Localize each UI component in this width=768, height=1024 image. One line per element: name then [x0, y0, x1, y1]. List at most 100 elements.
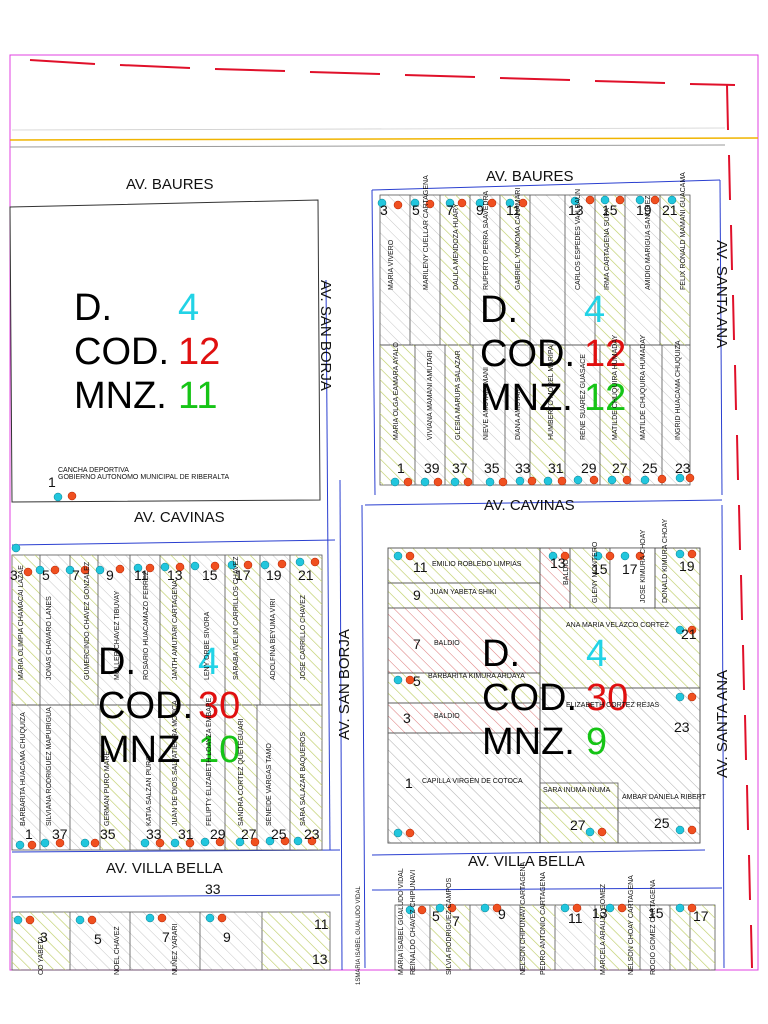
owner-name: BARBARITA HUACAMA CHUQUIZA — [20, 712, 27, 826]
owner-name: HUMBERTO MOREL MARIPA — [548, 345, 555, 440]
owner-name: NOEL CHAVEZ — [114, 926, 121, 975]
owner-name: JANTH AMUTARI CARTAGENA — [172, 580, 179, 680]
lot-number: 13 — [568, 202, 584, 218]
lot-number: 29 — [581, 460, 597, 476]
lot-number: 9 — [223, 929, 231, 945]
sheet-frame — [9, 54, 759, 971]
owner-name: MOLLER CHAVEZ TIBUVAY — [114, 590, 121, 680]
owner-name: MARILENY CUELLAR CARTAGENA — [423, 175, 430, 290]
lot-number: 1 — [397, 460, 405, 476]
lot-number: 23 — [304, 826, 320, 842]
owner-name: AMBAR DANIELA RIBERT — [622, 794, 706, 801]
owner-name: GLENY MONTERO — [592, 541, 599, 603]
owner-name: AMIDIO MARIGUA SANCHEZ — [645, 195, 652, 290]
lot-number: 19 — [636, 202, 652, 218]
lot-number: 37 — [452, 460, 468, 476]
lot-number: 3 — [10, 567, 18, 583]
boundary-top — [29, 59, 736, 86]
owner-name: IRMA CARTAGENA SUPA — [604, 207, 611, 290]
lot-number: 11 — [413, 559, 428, 575]
lot-number: 13 — [312, 951, 328, 967]
owner-name: DONALD KIMURA CHOAY — [662, 518, 669, 603]
street-label-av-villa-bella: AV. VILLA BELLA — [468, 853, 585, 870]
boundary-right — [726, 84, 753, 969]
lot-number: 21 — [662, 202, 678, 218]
owner-name: CANCHA DEPORTIVA — [58, 467, 129, 474]
lot-number: 1 — [405, 775, 413, 791]
owner-name: DIANA AMUTARI — [515, 386, 522, 440]
lot-number: 9 — [413, 587, 421, 603]
owner-name: BALDIO — [434, 713, 460, 720]
lot-number: 13 — [550, 555, 566, 571]
street-label-av-cavinas: AV. CAVINAS — [134, 509, 225, 526]
owner-name: MARCELA ARAUJO GOMEZ — [600, 883, 607, 975]
lot-number: 7 — [413, 636, 421, 652]
block-legend: D.4 COD.12 MNZ.11 — [74, 287, 221, 417]
street-label-av-san-borja: AV. SAN BORJA — [336, 629, 353, 740]
lot-number: 35 — [484, 460, 500, 476]
owner-name: BALDIO — [434, 640, 460, 647]
block-legend: D.4 COD.12 MNZ.12 — [480, 289, 627, 419]
owner-name: EMILIO ROBLEDO LIMPIAS — [432, 561, 522, 568]
owner-name: ROSARIO HUACAMAZO FERREZ — [143, 571, 150, 680]
owner-name: DALILA MENDOZA HUARY — [453, 203, 460, 290]
lot-number: 37 — [52, 826, 68, 842]
lot-number: 1 — [25, 826, 33, 842]
lot-number: 25 — [642, 460, 658, 476]
owner-name: JOSE KIMURA CHOAY — [640, 529, 647, 603]
owner-name: RENE SUAREZ GUASACE — [580, 354, 587, 440]
owner-name: GABRIEL YOMOMA CANAMARI — [515, 187, 522, 290]
street-label-av-baures: AV. BAURES — [486, 168, 574, 185]
lot-number: 27 — [570, 817, 586, 833]
lot-number: 9 — [476, 202, 484, 218]
lot-number: 33 — [146, 826, 162, 842]
owner-name: REINALDO CHAVEZ CHIPUNAVI — [410, 869, 417, 975]
owner-name: BALDIO — [563, 559, 570, 585]
block-legend: D.4 COD.30 MNZ.9 — [482, 633, 629, 763]
owner-name: ELIZABETH CORTEZ REJAS — [566, 702, 660, 709]
lot-number: 5 — [413, 673, 421, 689]
lot-number: 15 — [202, 567, 218, 583]
owner-name: MARIA ISABEL GUALUDO VIDAL — [398, 868, 405, 975]
lot-number: 3 — [403, 710, 411, 726]
block-se — [387, 547, 701, 844]
lot-number: 17 — [693, 908, 709, 924]
lot-number: 27 — [241, 826, 257, 842]
lot-number: 23 — [674, 719, 690, 735]
owner-name: GERMAN PURO MARE — [104, 750, 111, 826]
lot-number: 15 — [592, 561, 608, 577]
owner-name: LENY ORBE SIVORA — [204, 611, 211, 680]
owner-name: NIEVE AMUTARI MANI — [483, 367, 490, 440]
owner-name: JUAN YABETA SHIKI — [430, 589, 497, 596]
lot-number: 11 — [568, 910, 583, 926]
owner-name: NELSON CHIPUNAVI CARTAGENA — [520, 861, 527, 975]
lot-number: 3 — [40, 929, 48, 945]
lot-number: 33 — [515, 460, 531, 476]
owner-name: MARIA VIVERO — [388, 239, 395, 290]
lot-number: 33 — [205, 881, 221, 897]
owner-name: ROCIO GOMEZ CARTAGENA — [650, 879, 657, 975]
street-label-av-santa-ana: AV. SANTA ANA — [714, 669, 731, 778]
lot-number: 19 — [266, 567, 282, 583]
lot-number: 5 — [94, 931, 102, 947]
lot-number: 1 — [48, 474, 56, 490]
lot-number: 5 — [412, 202, 420, 218]
lot-number: 39 — [424, 460, 440, 476]
lot-number: 29 — [210, 826, 226, 842]
survey-markers — [11, 195, 697, 925]
owner-name: 1SMARIA ISABEL GUALUDO VIDAL — [356, 886, 362, 985]
street-label-av-cavinas: AV. CAVINAS — [484, 497, 575, 514]
lot-number: 9 — [498, 906, 506, 922]
owner-name: JUAN DE DIOS SALVATIERRA MOJICA — [172, 700, 179, 826]
owner-name: NUÑEZ YARARI — [172, 923, 179, 975]
owner-name: FELIX RONALD MAMANI GUACAMA — [680, 172, 687, 290]
street-label-av-villa-bella: AV. VILLA BELLA — [106, 860, 223, 877]
lot-number: 13 — [167, 567, 183, 583]
owner-name: MARIA OLGA EAMARA AYALO — [393, 342, 400, 440]
lot-number: 13 — [592, 905, 608, 921]
owner-name: SENEIDE VARGAS TAMO — [266, 743, 273, 826]
lot-number: 3 — [380, 202, 388, 218]
owner-name: BARBARITA KIMURA ARDAYA — [428, 673, 525, 680]
